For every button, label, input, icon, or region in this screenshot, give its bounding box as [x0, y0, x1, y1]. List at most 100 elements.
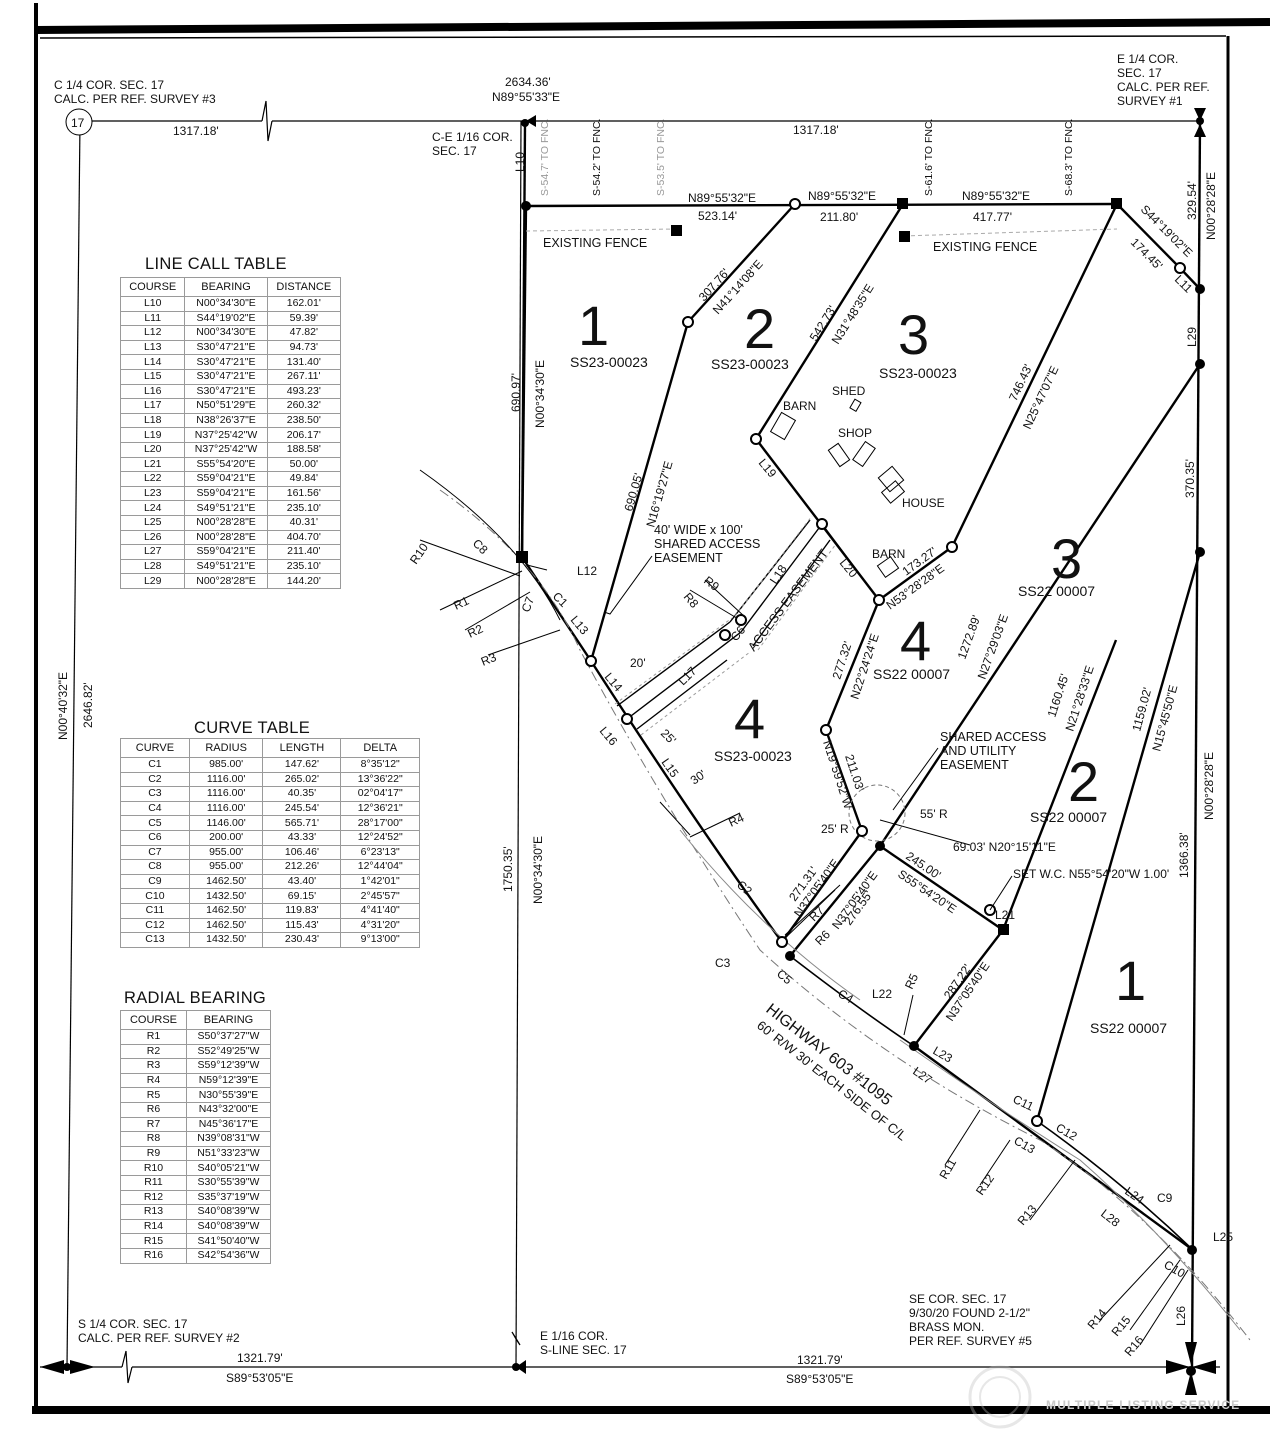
bottom-right-bearing: S89°53'05"E — [786, 1372, 853, 1386]
watermark-logo-icon — [968, 1365, 1032, 1429]
radial-table-row-cell: R16 — [120, 1247, 187, 1264]
label-L15: L15 — [659, 756, 682, 781]
s-quarter-corner-line2: CALC. PER REF. SURVEY #2 — [78, 1331, 240, 1345]
radial-table-row-cell: N45°36'17"E — [185, 1116, 272, 1133]
label-R13: R13 — [1015, 1202, 1040, 1228]
lot-2-id: SS23-00023 — [711, 356, 789, 372]
e-quarter-corner-line2: SEC. 17 — [1117, 66, 1162, 80]
label-C12: C12 — [1054, 1120, 1080, 1143]
line-table-row-cell: 235.10' — [266, 500, 342, 516]
label-L21: L21 — [995, 908, 1015, 922]
fence-labels: S-54.7' TO FNC. S-54.2' TO FNC. S-53.5' … — [539, 119, 1075, 254]
corner-labels: C 1/4 COR. SEC. 17 CALC. PER REF. SURVEY… — [54, 52, 1210, 1357]
radial-table-row-cell: R6 — [120, 1101, 187, 1118]
radial-table-row-cell: N59°12'39"E — [185, 1072, 272, 1089]
label-C11: C11 — [1011, 1092, 1036, 1114]
line-table-row-cell: N00°28'28"E — [184, 529, 268, 546]
ce-sixteenth-line1: C-E 1/16 COR. — [432, 130, 513, 144]
radial-table-row-cell: R4 — [120, 1072, 187, 1089]
line-table-row-cell: 40.31' — [266, 514, 342, 531]
line-table-row-cell: L25 — [119, 514, 186, 531]
lot-1-number: 1 — [578, 294, 609, 357]
c-quarter-corner-line2: CALC. PER REF. SURVEY #3 — [54, 92, 216, 106]
label-L10: L10 — [513, 152, 527, 172]
curve-table-row-cell: 119.83' — [262, 902, 342, 919]
g-dist: 1272.89' — [955, 613, 984, 661]
structures — [769, 398, 906, 579]
n1-bearing: N89°55'32"E — [688, 191, 756, 205]
curve-table-row-cell: C2 — [120, 771, 190, 788]
label-R12: R12 — [973, 1171, 997, 1197]
curve-table-row-cell: 1462.50' — [188, 917, 264, 934]
n1-dist: 523.14' — [698, 209, 737, 223]
line-table-row-cell: N50°51'29"E — [184, 398, 268, 414]
bottom-right-dist: 1321.79' — [797, 1353, 843, 1367]
curve-table-header: CURVE RADIUS LENGTH DELTA — [120, 738, 420, 758]
curve-table-row-cell: C10 — [120, 888, 190, 904]
line-table-title: LINE CALL TABLE — [145, 255, 287, 273]
east-low-dist: 1366.38' — [1177, 832, 1191, 878]
e-sixteenth-line1: E 1/16 COR. — [540, 1329, 608, 1343]
header-length: LENGTH — [262, 738, 342, 758]
b-dist: 690.05' — [621, 471, 645, 512]
tie-line: 69.03' N20°15'11"E — [953, 840, 1056, 854]
lot-b4-number: 4 — [900, 609, 931, 672]
line-table-row-cell: N38°26'37"E — [184, 412, 268, 429]
line-table-row-cell: 188.58' — [266, 441, 342, 458]
curve-table-row-cell: 1462.50' — [188, 902, 264, 919]
curve-table-row-cell: 265.02' — [262, 771, 342, 788]
line-table-row-cell: S30°47'21"E — [184, 339, 268, 356]
line-table-row-cell: 493.23' — [266, 383, 342, 400]
curve-table-row-cell: 212.26' — [262, 859, 342, 875]
lot-b2-id: SS22 00007 — [1030, 809, 1107, 825]
curve-table-row-cell: C6 — [120, 829, 190, 846]
curve-table-row-cell: C1 — [120, 757, 190, 773]
label-L20: L20 — [837, 556, 861, 581]
line-table-row-cell: S30°47'21"E — [184, 383, 268, 400]
line-table-row-cell: L12 — [119, 325, 186, 341]
curve-table-row-cell: 245.54' — [262, 800, 342, 817]
label-R1: R1 — [451, 593, 471, 612]
curve-table-row-cell: 12°36'21" — [340, 800, 420, 817]
line-table-row-cell: L28 — [119, 558, 186, 575]
i-bearing: N15°45'50"E — [1149, 683, 1180, 752]
leader-lines — [526, 555, 1013, 911]
c-quarter-corner-line1: C 1/4 COR. SEC. 17 — [54, 78, 164, 92]
label-C8: C8 — [470, 536, 491, 557]
f-dist: 277.32' — [830, 640, 855, 681]
n2-dist: 211.80' — [820, 210, 858, 224]
curve-table-row-cell: 9°13'00" — [340, 932, 420, 948]
curve-table-row-cell: 43.40' — [262, 873, 342, 890]
line-table-row-cell: S59°04'21"E — [184, 485, 268, 502]
curve-table-row-cell: 8°35'12" — [340, 757, 420, 773]
curve-table-row-cell: 28°17'00" — [340, 815, 420, 831]
found-corners — [63, 117, 1205, 1376]
line-table-row-cell: 206.17' — [266, 427, 342, 443]
line-table-row-cell: 238.50' — [266, 412, 342, 429]
radial-table-row-cell: R5 — [120, 1087, 187, 1103]
line-table-row-cell: 144.20' — [266, 573, 342, 589]
radial-table-row-cell: S59°12'39"W — [185, 1058, 272, 1074]
radius-55: 55' R — [920, 807, 948, 821]
radial-table-header: COURSE BEARING — [120, 1010, 272, 1030]
shared-easement-line1: 40' WIDE x 100' — [654, 523, 743, 537]
top-right-dist: 1317.18' — [793, 123, 839, 137]
line-table-row-cell: 49.84' — [266, 471, 342, 487]
label-R11: R11 — [936, 1156, 959, 1182]
barn-label-2: BARN — [872, 547, 905, 561]
se-corner-line3: BRASS MON. — [909, 1320, 984, 1334]
header-course: COURSE — [119, 277, 186, 297]
border-top — [35, 18, 1270, 34]
line-table-row-cell: 59.39' — [266, 310, 342, 327]
